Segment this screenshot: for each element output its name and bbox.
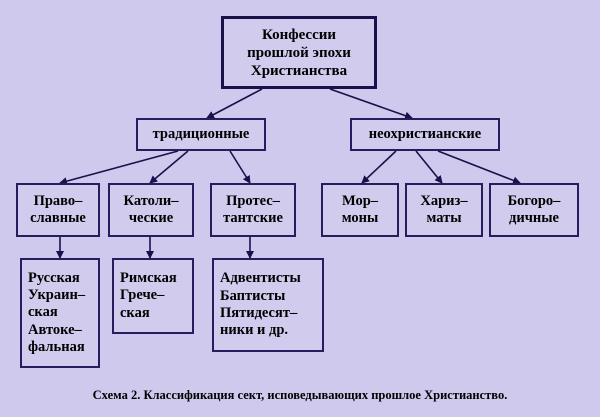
node-protestant-line-1: Протес– <box>226 192 280 209</box>
leaf-protestant-line-3: Пятидесят– <box>220 305 298 321</box>
leaf-orthodox-line-2: Украин– <box>28 286 86 303</box>
node-charismatic: Хариз–маты <box>405 183 483 237</box>
node-charismatic-line-2: маты <box>426 210 462 226</box>
node-orthodox-line-1: Право– <box>33 192 83 209</box>
node-charismatic-line-1: Хариз– <box>420 192 468 209</box>
group-traditional: традиционные <box>136 118 266 151</box>
arrow-traditional-to-protestant <box>229 150 251 184</box>
group-neochristian-label: неохристианские <box>368 125 482 142</box>
node-catholic-line-1: Католи– <box>123 192 179 209</box>
node-mormon-line-2: моны <box>341 210 379 226</box>
node-mariavites-line-1: Богоро– <box>507 192 561 209</box>
leaf-protestant: Адвентисты Баптисты Пятидесят– ники и др… <box>212 258 324 352</box>
group-neochristian: неохристианские <box>350 118 500 151</box>
leaf-protestant-line-2: Баптисты <box>220 287 286 304</box>
node-mormon-line-1: Мор– <box>341 192 379 209</box>
arrow-root-to-neochristian <box>329 88 413 120</box>
node-catholic: Католи–ческие <box>108 183 194 237</box>
arrow-neochristian-to-charismatic <box>415 150 443 184</box>
leaf-protestant-line-1: Адвентисты <box>220 270 301 287</box>
arrow-neochristian-to-mormon <box>361 150 397 184</box>
node-orthodox: Право–славные <box>16 183 100 237</box>
node-mariavites: Богоро–дичные <box>489 183 579 237</box>
leaf-orthodox-line-4: Автоке– <box>28 321 82 338</box>
leaf-catholic-line-1: Римская <box>120 269 177 286</box>
node-orthodox-line-2: славные <box>30 210 86 226</box>
node-mormon: Мор–моны <box>321 183 399 237</box>
root-line-2: прошлой эпохи <box>247 44 351 61</box>
leaf-protestant-line-4: ники и др. <box>220 322 289 339</box>
node-protestant: Протес–тантские <box>210 183 296 237</box>
arrow-root-to-traditional <box>206 88 263 119</box>
arrow-traditional-to-catholic <box>149 150 189 184</box>
leaf-orthodox-line-5: фальная <box>28 339 85 356</box>
node-catholic-line-2: ческие <box>128 210 174 226</box>
leaf-orthodox-line-1: Русская <box>28 269 80 286</box>
node-protestant-line-2: тантские <box>223 210 283 226</box>
root-line-3: Христианства <box>250 62 348 79</box>
leaf-orthodox: Русская Украин– ская Автоке– фальная <box>20 258 100 368</box>
leaf-catholic: Римская Грече– ская <box>112 258 194 334</box>
root-line-1: Конфессии <box>261 26 337 43</box>
root-node: Конфессии прошлой эпохи Христианства <box>221 16 377 89</box>
group-traditional-label: традиционные <box>152 125 250 142</box>
leaf-orthodox-line-3: ская <box>28 304 58 321</box>
leaf-catholic-line-3: ская <box>120 304 150 321</box>
node-mariavites-line-2: дичные <box>509 210 559 226</box>
leaf-catholic-line-2: Грече– <box>120 287 165 304</box>
diagram-caption: Схема 2. Классификация сект, исповедываю… <box>92 388 508 402</box>
arrow-neochristian-to-mariavites <box>437 150 521 185</box>
arrow-traditional-to-orthodox <box>59 150 179 186</box>
